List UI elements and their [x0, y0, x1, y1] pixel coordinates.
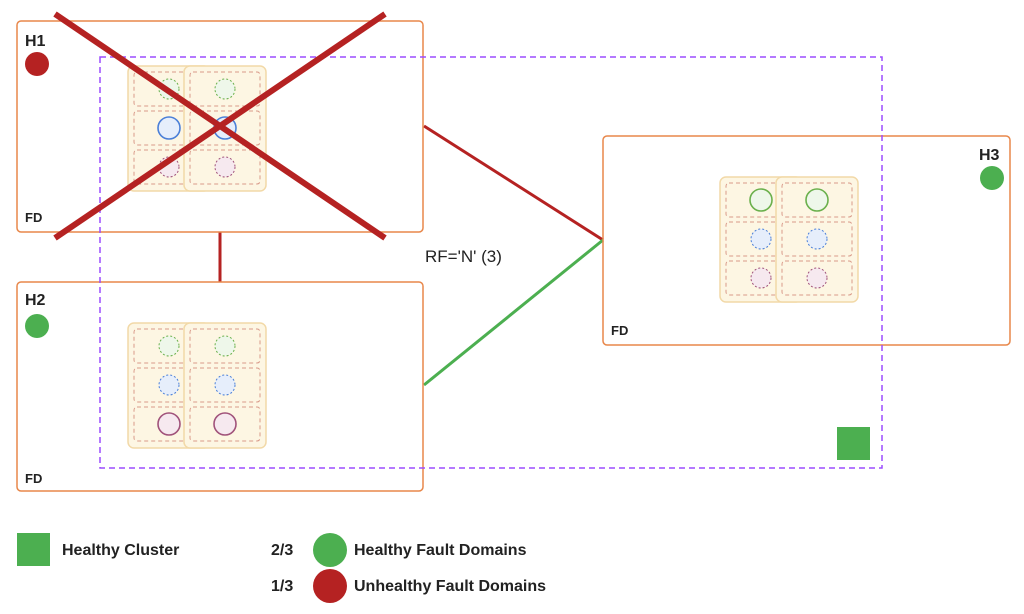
host-h2-box	[16, 281, 424, 492]
replica-slot	[133, 367, 205, 403]
replica-slot	[189, 110, 261, 146]
link-h2-h3	[423, 238, 604, 387]
legend-healthy-dot	[313, 533, 347, 567]
host-h3-box	[602, 135, 1011, 346]
host-h3-fd-label: FD	[611, 323, 628, 338]
replica-inactive	[214, 78, 236, 100]
host-h2-nodes	[127, 322, 267, 449]
replica-slot	[189, 71, 261, 107]
legend-cluster-swatch	[17, 533, 50, 566]
replica-slot	[781, 182, 853, 218]
host-h3-label: H3	[979, 147, 1000, 164]
host-h2-status-dot	[25, 314, 49, 338]
host-h3: H3 FD	[602, 135, 1011, 346]
replica-inactive	[750, 228, 772, 250]
host-h2-fd-label: FD	[25, 471, 42, 486]
replica-slot	[781, 221, 853, 257]
cluster-health-indicator	[837, 427, 870, 460]
replica-inactive	[750, 267, 772, 289]
replica-slot	[189, 328, 261, 364]
replica-active	[749, 188, 773, 212]
host-h3-nodes	[719, 176, 859, 303]
replica-slot	[133, 406, 205, 442]
host-h1-box	[16, 20, 424, 233]
link-h1-h3	[423, 124, 604, 242]
replica-slot	[189, 406, 261, 442]
replica-inactive	[214, 335, 236, 357]
host-h3-status-dot	[980, 166, 1004, 190]
replica-active	[157, 116, 181, 140]
replica-slot	[133, 328, 205, 364]
legend-unhealthy-label: Unhealthy Fault Domains	[354, 578, 546, 595]
host-h2: H2 FD	[16, 281, 424, 492]
legend-healthy-ratio: 2/3	[271, 542, 293, 559]
legend-cluster-label: Healthy Cluster	[62, 542, 179, 559]
cluster-boundary	[99, 56, 883, 469]
legend: Healthy Cluster 2/3 Healthy Fault Domain…	[17, 533, 546, 603]
failure-cross-icon	[53, 11, 387, 241]
replica-slot	[133, 110, 205, 146]
replica-slot	[133, 71, 205, 107]
replica-inactive	[806, 228, 828, 250]
replica-active	[805, 188, 829, 212]
replica-inactive	[158, 374, 180, 396]
replica-inactive	[214, 374, 236, 396]
replica-slot	[189, 149, 261, 185]
replica-inactive	[214, 156, 236, 178]
replica-active	[157, 412, 181, 436]
replica-inactive	[806, 267, 828, 289]
host-h1-label: H1	[25, 33, 46, 50]
host-h1-fd-label: FD	[25, 210, 42, 225]
replica-slot	[781, 260, 853, 296]
replica-inactive	[158, 335, 180, 357]
replica-slot	[725, 260, 797, 296]
replica-active	[213, 412, 237, 436]
replica-slot	[725, 182, 797, 218]
replica-slot	[189, 367, 261, 403]
replica-slot	[725, 221, 797, 257]
legend-unhealthy-ratio: 1/3	[271, 578, 293, 595]
host-h1-status-dot	[25, 52, 49, 76]
legend-unhealthy-dot	[313, 569, 347, 603]
replication-factor-label: RF='N' (3)	[425, 247, 502, 266]
legend-healthy-label: Healthy Fault Domains	[354, 542, 527, 559]
host-h2-label: H2	[25, 292, 46, 309]
replica-slot	[133, 149, 205, 185]
